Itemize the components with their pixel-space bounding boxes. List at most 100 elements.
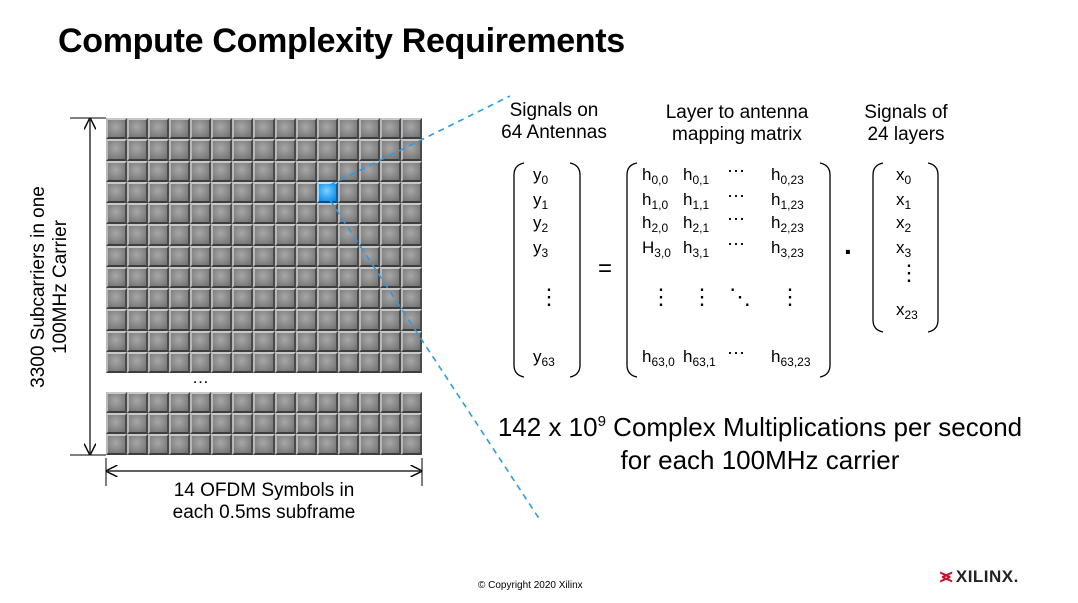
resource-element (232, 309, 254, 331)
resource-element (379, 392, 401, 413)
resource-element (169, 434, 191, 455)
resource-element (274, 139, 296, 161)
matrix-ellipsis: ⋯ (727, 234, 745, 254)
y-vector-element: y2 (533, 213, 549, 235)
resource-element (274, 434, 296, 455)
matrix-element: h63,0 (642, 347, 675, 369)
result-prefix: 142 x 10 (497, 412, 598, 442)
resource-element (316, 266, 338, 288)
resource-element (232, 160, 254, 182)
resource-element (274, 160, 296, 182)
resource-element (148, 118, 170, 140)
resource-element (358, 245, 380, 267)
y-vector-element: y1 (533, 190, 549, 212)
resource-element (232, 139, 254, 161)
resource-element (316, 224, 338, 246)
resource-element (253, 288, 275, 310)
resource-element (127, 224, 149, 246)
resource-element (274, 330, 296, 352)
x-vector-element: x23 (896, 300, 918, 322)
resource-element (295, 392, 317, 413)
resource-element (127, 181, 149, 203)
resource-element (190, 245, 212, 267)
resource-element (190, 139, 212, 161)
resource-element (295, 309, 317, 331)
resource-element (106, 392, 128, 413)
resource-element (400, 160, 422, 182)
resource-element (211, 434, 233, 455)
resource-element (148, 392, 170, 413)
resource-element (127, 139, 149, 161)
resource-element (295, 434, 317, 455)
resource-element (106, 160, 128, 182)
resource-element (106, 413, 128, 434)
resource-element (253, 266, 275, 288)
x-vector-element: x3 (896, 238, 912, 260)
resource-element (127, 330, 149, 352)
resource-element (295, 288, 317, 310)
header-antennas: Signals on 64 Antennas (484, 100, 624, 144)
ofdm-symbols-label-line2: each 0.5ms subframe (172, 502, 356, 523)
resource-element (169, 392, 191, 413)
resource-element (106, 203, 128, 225)
dot-operator: · (844, 236, 854, 267)
resource-element (211, 203, 233, 225)
resource-element (316, 160, 338, 182)
xilinx-logo-text: XILINX. (955, 567, 1019, 586)
resource-element (232, 118, 254, 140)
resource-element (190, 392, 212, 413)
resource-element (337, 160, 359, 182)
resource-element (148, 224, 170, 246)
resource-element (232, 245, 254, 267)
resource-element (148, 160, 170, 182)
resource-element (211, 224, 233, 246)
xilinx-logo: ⪤XILINX. (940, 566, 1019, 588)
resource-element (295, 266, 317, 288)
resource-element (169, 245, 191, 267)
resource-element (274, 351, 296, 373)
resource-element (253, 160, 275, 182)
resource-element (232, 392, 254, 413)
resource-element (232, 181, 254, 203)
resource-element (400, 309, 422, 331)
resource-element (127, 351, 149, 373)
resource-element (400, 413, 422, 434)
complexity-result: 142 x 109 Complex Multiplications per se… (440, 405, 1078, 477)
resource-element (358, 203, 380, 225)
resource-element (169, 181, 191, 203)
resource-element (169, 266, 191, 288)
resource-element (169, 118, 191, 140)
resource-element (358, 288, 380, 310)
resource-element (379, 288, 401, 310)
resource-element (253, 224, 275, 246)
resource-element (379, 245, 401, 267)
matrix-ellipsis: ⋯ (727, 186, 745, 206)
header-layers-line2: 24 layers (867, 124, 945, 145)
matrix-element: h2,0 (642, 213, 669, 235)
zoom-line-top (329, 95, 511, 186)
resource-element (211, 160, 233, 182)
resource-element (253, 351, 275, 373)
resource-element (190, 266, 212, 288)
x-vector-element: x2 (896, 213, 912, 235)
resource-element (274, 392, 296, 413)
resource-element (106, 288, 128, 310)
resource-element (316, 351, 338, 373)
resource-element (232, 413, 254, 434)
x-vector-vdots: ⋮ (898, 260, 920, 285)
matrix-element: h1,0 (642, 190, 669, 212)
header-layers: Signals of 24 layers (845, 102, 967, 146)
resource-element (379, 203, 401, 225)
y-vector-vdots: ⋮ (538, 284, 560, 309)
resource-element (127, 118, 149, 140)
resource-element (211, 392, 233, 413)
resource-element (358, 160, 380, 182)
resource-element (316, 413, 338, 434)
resource-element (127, 288, 149, 310)
resource-element (337, 413, 359, 434)
resource-element (211, 309, 233, 331)
resource-element (106, 330, 128, 352)
resource-element (190, 224, 212, 246)
resource-element (337, 392, 359, 413)
matrix-element: h1,23 (771, 190, 804, 212)
